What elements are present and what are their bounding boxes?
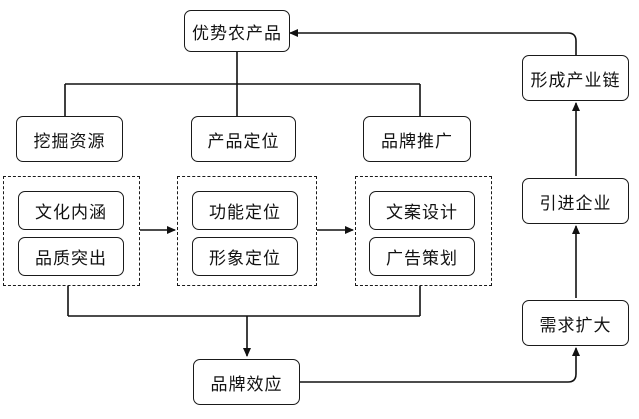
node-brand-effect: 品牌效应 [193, 359, 300, 405]
node-outstanding-quality: 品质突出 [18, 237, 124, 276]
node-cultural-connotation: 文化内涵 [18, 191, 124, 230]
arrow-chain-to-top [289, 29, 577, 55]
arrow-effect-to-demand [300, 347, 580, 383]
node-advantage-products: 优势农产品 [184, 10, 290, 52]
node-form-industrial-chain: 形成产业链 [522, 55, 629, 101]
node-copywriting-design: 文案设计 [369, 191, 475, 230]
group-brand-promotion [355, 176, 492, 286]
node-demand-expansion: 需求扩大 [522, 300, 629, 346]
group-product-positioning [177, 176, 317, 286]
node-introduce-enterprises: 引进企业 [522, 178, 629, 224]
group-dig-resources [3, 176, 140, 286]
node-function-positioning: 功能定位 [192, 191, 298, 230]
node-image-positioning: 形象定位 [192, 237, 298, 276]
node-product-positioning: 产品定位 [191, 116, 296, 162]
node-brand-promotion: 品牌推广 [363, 116, 471, 162]
node-advertising-planning: 广告策划 [369, 237, 475, 276]
node-dig-resources: 挖掘资源 [16, 116, 123, 162]
